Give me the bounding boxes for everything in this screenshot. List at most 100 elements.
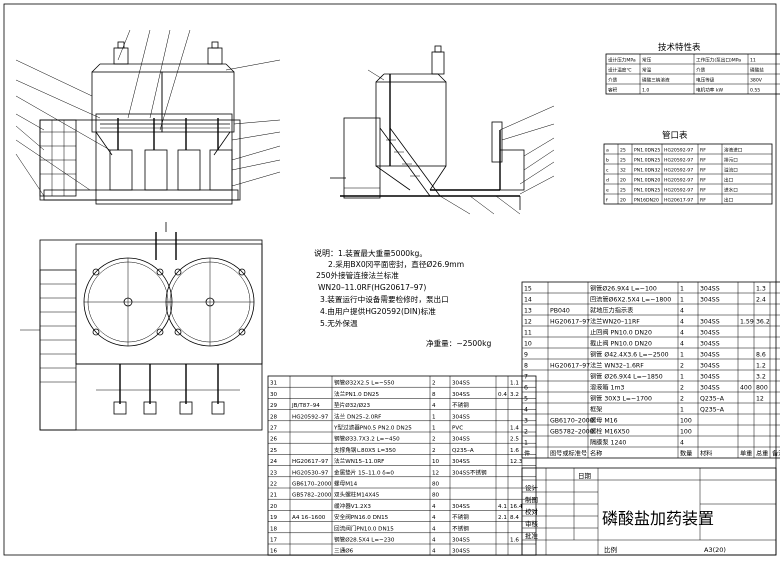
table-cell: 15 xyxy=(524,286,532,293)
table-cell: 2 xyxy=(680,385,684,392)
table-cell: HG20592–97 xyxy=(292,414,329,420)
table-cell: 304SS xyxy=(452,437,470,443)
note-line: 1.装置最大重量5000kg。 xyxy=(338,248,427,258)
table-cell: 20 xyxy=(620,178,626,184)
table-cell: 304SS xyxy=(700,341,720,348)
table-cell: 垫片Ø32/Ø23 xyxy=(334,401,371,409)
table-cell: 1 xyxy=(680,407,684,414)
table-cell: 法兰WN20–11RF xyxy=(590,318,640,326)
table-cell: Y型过滤器PN0.5 PN2.0 DN25 xyxy=(333,424,412,432)
table-cell: 1.0 xyxy=(642,88,649,94)
table-cell: 介质 xyxy=(608,77,618,84)
table-cell: 备注 xyxy=(772,450,780,458)
table-cell: 30 xyxy=(270,392,278,398)
table-cell: 11 xyxy=(524,330,532,337)
table-cell: 25 xyxy=(620,188,626,194)
note-line: 3.装置运行中设备需要检修时，泵出口 xyxy=(320,294,449,304)
table-cell: 304SS xyxy=(452,549,470,555)
table-cell: GB6170–2000 xyxy=(292,482,332,488)
table-cell: 4 xyxy=(432,526,436,532)
table-cell: 100 xyxy=(680,418,692,425)
table-cell: 截止阀 PN10.0 DN20 xyxy=(590,340,652,348)
table-cell: 1 xyxy=(680,374,684,381)
note-line: 5.无外保温 xyxy=(320,318,358,328)
table-cell: 100 xyxy=(680,429,692,436)
table-cell: 不锈钢 xyxy=(452,524,469,532)
table-cell: PN1.0DN25 xyxy=(634,158,660,164)
table-cell: 回流阀门PN10.0 DN15 xyxy=(334,524,394,532)
table-cell: 4 xyxy=(524,407,528,414)
table-cell: 钢管Ø28.5X4 L=~230 xyxy=(334,536,395,544)
table-cell: 20 xyxy=(620,198,626,204)
table-cell: 2 xyxy=(680,363,684,370)
table-cell: RF xyxy=(700,168,706,174)
table-cell: 8 xyxy=(432,392,436,398)
table-cell: 就地压力指示表 xyxy=(590,307,633,315)
table-cell: 钢管Ø32X2.5 L=~550 xyxy=(334,379,395,387)
table-cell: 法兰WN15–11.0RF xyxy=(334,457,384,465)
table-cell: HG20530–97 xyxy=(292,470,329,476)
table-cell: 螺栓 M16X50 xyxy=(590,428,630,436)
table-cell: 三通Ø6 xyxy=(334,547,354,555)
table-cell: 4 xyxy=(680,341,684,348)
table-cell: b xyxy=(606,158,609,164)
table-cell: 钢管Ø26.9X4 L=~100 xyxy=(590,285,657,293)
table-cell: 双头螺柱M14X45 xyxy=(334,491,380,499)
table-cell: 304SS xyxy=(700,352,720,359)
table-cell: 出口 xyxy=(724,177,734,184)
table-cell: 不锈钢 xyxy=(452,401,469,409)
table-cell: 磷酸三钠溶液 xyxy=(642,77,670,84)
table-cell: PN1.0DN20 xyxy=(634,178,660,184)
table-cell: 溶液箱 1m3 xyxy=(590,384,624,392)
table-cell: 10 xyxy=(432,459,440,465)
table-cell: 钢管Ø33.7X3.2 L=~450 xyxy=(334,435,400,443)
table-cell: 7 xyxy=(524,374,528,381)
table-cell: HG20617–97 xyxy=(292,459,329,465)
table-cell: 缓冲器V1.2X3 xyxy=(334,502,371,510)
table-cell: 2.5 xyxy=(510,437,519,443)
table-cell: 29 xyxy=(270,403,278,409)
table-cell: 13 xyxy=(524,308,532,315)
table-cell: 1.1 xyxy=(510,381,519,387)
table-cell: HG20592-97 xyxy=(664,168,693,174)
table-cell: 1.2 xyxy=(756,363,766,370)
table-cell: 总重 xyxy=(756,450,768,458)
table-cell: 36.2 xyxy=(756,319,770,326)
table-cell: 19 xyxy=(270,515,278,521)
drawing-title: 磷酸盐加药装置 xyxy=(602,509,714,528)
table-cell: 4 xyxy=(432,538,436,544)
table-cell: 电压等级 xyxy=(696,77,715,84)
note-line: 250外接管连接法兰标准 xyxy=(316,270,399,280)
table-cell: RF xyxy=(700,158,706,164)
table-cell: 溢流口 xyxy=(724,167,738,174)
table-cell: 件 xyxy=(524,450,530,458)
table-cell: 16 xyxy=(270,549,278,555)
table-cell: c xyxy=(606,169,609,174)
table-cell: 304SS xyxy=(700,385,720,392)
table-cell: HG20592-97 xyxy=(664,188,693,194)
table-cell: 磷酸盐 xyxy=(750,67,764,74)
table-cell: 常温 xyxy=(642,67,652,74)
table-cell: 23 xyxy=(270,470,278,476)
table-cell: 5 xyxy=(524,396,528,403)
table-cell: 1.6 xyxy=(510,448,519,454)
table-cell: 304SS xyxy=(452,504,470,510)
tb-row-label: 批准 xyxy=(525,531,539,540)
table-cell: PB040 xyxy=(550,308,570,315)
nozzle-table-title: 管口表 xyxy=(662,130,688,141)
table-cell: GB5782–2000 xyxy=(292,493,332,499)
table-cell: 1.4 xyxy=(510,426,519,432)
table-cell: HG20592-97 xyxy=(664,178,693,184)
table-cell: 80 xyxy=(432,493,440,499)
table-cell: 排污口 xyxy=(724,157,738,164)
table-cell: 304SS xyxy=(700,297,720,304)
table-cell: HG20617-97 xyxy=(664,198,693,204)
table-cell: 304SS xyxy=(452,414,470,420)
weight-label: 净重量：~2500kg xyxy=(426,338,491,348)
table-cell: 26 xyxy=(270,437,278,443)
table-cell: 溶液进口 xyxy=(724,147,743,154)
table-cell: 18 xyxy=(270,526,278,532)
